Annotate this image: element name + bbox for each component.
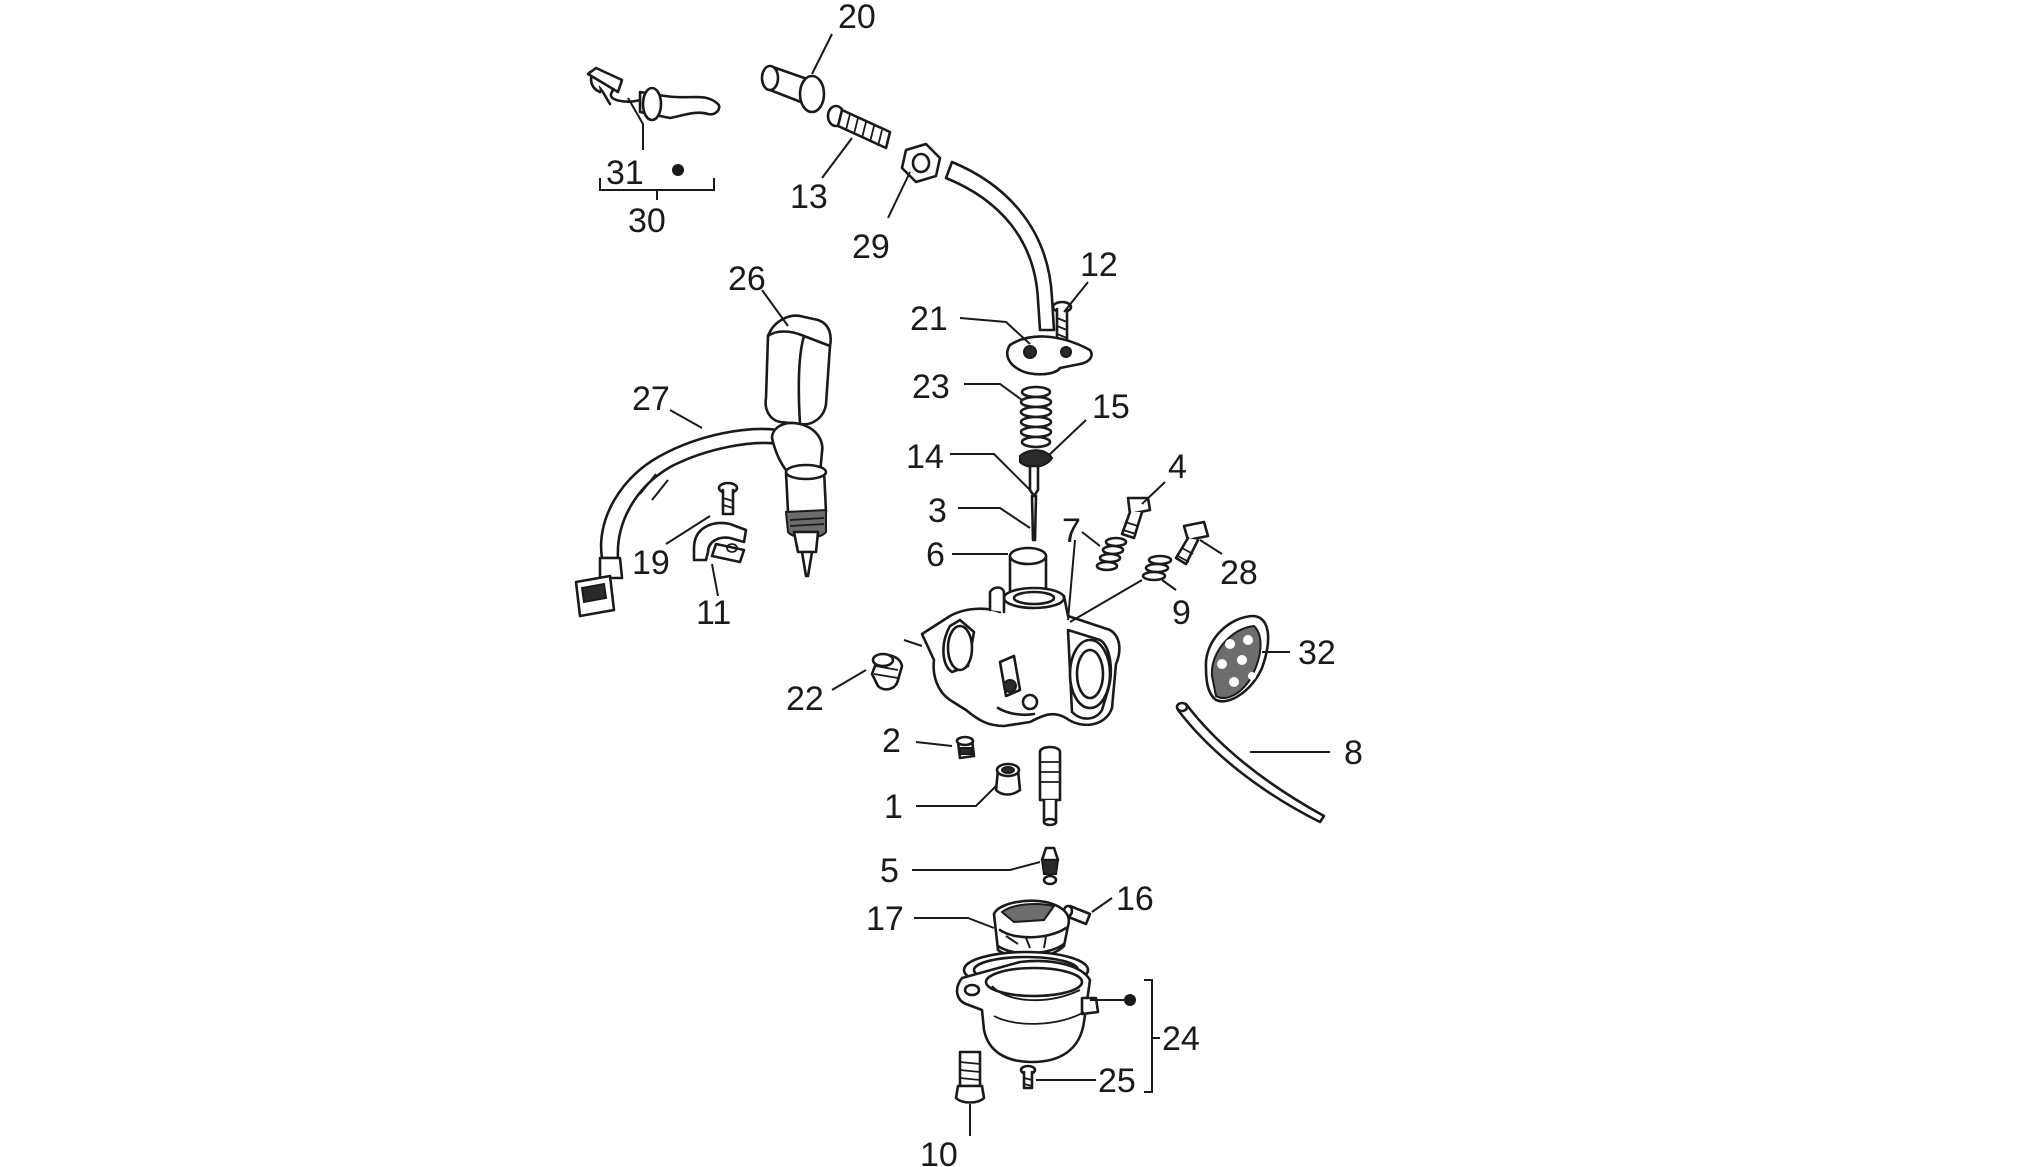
- callout-labels: 20 31 30 13 29 26 12 21 23 27 15 14 4 3 …: [606, 0, 1363, 1167]
- callout-6: 6: [926, 536, 945, 574]
- callout-22: 22: [786, 680, 824, 718]
- callout-19: 19: [632, 544, 670, 582]
- part-bracket: [692, 521, 748, 564]
- callout-2: 2: [882, 722, 901, 760]
- callout-11: 11: [696, 594, 731, 632]
- part-screw-19: [717, 481, 739, 516]
- part-cover: [1006, 335, 1093, 376]
- callout-23: 23: [912, 368, 950, 406]
- callout-3: 3: [928, 492, 947, 530]
- part-air-filter: [764, 314, 832, 426]
- callout-28: 28: [1220, 554, 1258, 592]
- callout-26: 26: [728, 260, 766, 298]
- part-screw-28: [1174, 520, 1210, 566]
- callout-32: 32: [1298, 634, 1336, 672]
- part-carburetor-body: [903, 586, 1121, 728]
- part-jet-holder: [994, 762, 1022, 796]
- part-emulsion-tube: [1038, 745, 1062, 827]
- part-filter-disc: [1204, 614, 1270, 703]
- callout-21: 21: [910, 300, 948, 338]
- callout-17: 17: [866, 900, 904, 938]
- part-30-dot: [672, 164, 684, 176]
- callout-15: 15: [1092, 388, 1130, 426]
- callout-10: 10: [920, 1136, 958, 1167]
- part-needle-valve: [1040, 846, 1060, 886]
- part-screw-4: [1120, 496, 1152, 540]
- callout-30: 30: [628, 202, 666, 240]
- callout-5: 5: [880, 852, 899, 890]
- part-drain-screw: [1019, 1064, 1037, 1090]
- leader-lines: [599, 33, 1330, 1136]
- part-vent-hose: [586, 66, 721, 122]
- callout-12: 12: [1080, 246, 1118, 284]
- callout-25: 25: [1098, 1062, 1136, 1100]
- part-float-bowl: [955, 959, 1100, 1064]
- part-choke-actuator: [770, 421, 828, 578]
- callout-1: 1: [884, 788, 903, 826]
- callout-16: 16: [1116, 880, 1154, 918]
- part-screw-13: [826, 104, 892, 150]
- part-small-spring-9: [1141, 554, 1173, 582]
- callout-13: 13: [790, 178, 828, 216]
- part-small-spring-7: [1095, 536, 1128, 572]
- part-cap: [760, 64, 826, 114]
- callout-31: 31: [606, 154, 644, 192]
- part-24-dot: [1124, 994, 1136, 1006]
- part-throttle-cable-tube: [944, 160, 1056, 332]
- callout-20: 20: [838, 0, 876, 36]
- part-spring: [1019, 385, 1053, 449]
- part-screw-10: [954, 1050, 986, 1104]
- part-clip: [1019, 449, 1054, 468]
- part-elbow-fitting: [870, 652, 904, 691]
- callout-24: 24: [1162, 1020, 1200, 1058]
- part-choke-cable: [574, 427, 782, 618]
- callout-8: 8: [1344, 734, 1363, 772]
- part-nut: [900, 142, 942, 184]
- callout-7: 7: [1062, 512, 1081, 550]
- callout-14: 14: [906, 438, 944, 476]
- callout-4: 4: [1168, 448, 1187, 486]
- part-float: [992, 899, 1071, 960]
- callout-29: 29: [852, 228, 890, 266]
- callout-9: 9: [1172, 594, 1191, 632]
- part-overflow-tube: [1175, 701, 1326, 824]
- part-jet-2: [955, 735, 976, 760]
- part-needle: [1028, 464, 1040, 542]
- callout-27: 27: [632, 380, 670, 418]
